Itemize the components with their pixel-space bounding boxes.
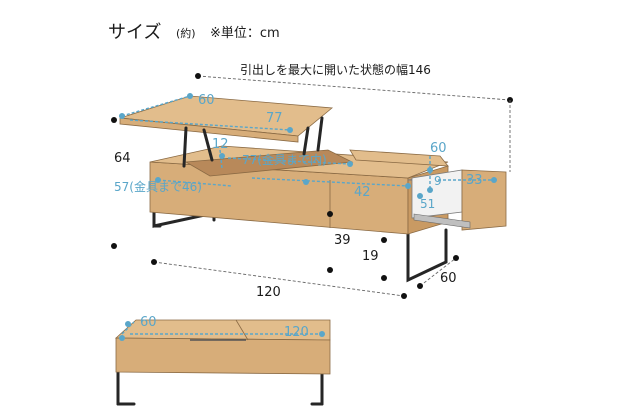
drawer-front — [461, 169, 507, 231]
dim-drawer-inner-depth: 51 — [420, 197, 435, 211]
dim-drawer-depth: 60 — [430, 141, 447, 156]
drawer-rail — [413, 213, 471, 229]
dim-width: 120 — [256, 285, 281, 300]
drawer-open-dimension-line — [197, 75, 511, 101]
closed-table-front — [115, 337, 331, 375]
main-table-illustration — [119, 95, 507, 283]
dim-total-height: 64 — [114, 151, 131, 166]
dim-top-width: 77 — [266, 111, 283, 126]
title-unit: ※単位：cm — [210, 25, 280, 41]
dim-inner-width: 77(金具まで内) — [242, 152, 327, 167]
dim-leg-clearance: 19 — [362, 249, 379, 264]
depth-dimension-line — [419, 257, 457, 287]
dim-lift-offset: 12 — [212, 137, 229, 152]
dim-top-depth: 60 — [198, 93, 215, 108]
dim-depth: 60 — [440, 271, 457, 286]
lift-arm — [182, 126, 188, 168]
dim-small-width: 120 — [284, 325, 309, 340]
dim-small-depth: 60 — [140, 315, 157, 330]
dim-drawer-height: 9 — [434, 174, 442, 188]
right-leg — [406, 228, 448, 283]
dim-drawer-inner-width: 33 — [466, 173, 483, 188]
dimension-dot — [195, 73, 201, 79]
dim-compartment-width: 42 — [354, 185, 371, 200]
drawer-open-width-label: 引出しを最大に開いた状態の幅146 — [240, 62, 431, 77]
width-dimension-line — [153, 261, 405, 297]
dim-height-closed: 39 — [334, 233, 351, 248]
dim-inner-depth: 57(金具まで46) — [114, 179, 202, 194]
title-approx: (約) — [176, 26, 196, 40]
closed-table-illustration — [114, 319, 331, 406]
title-main: サイズ — [108, 22, 161, 43]
